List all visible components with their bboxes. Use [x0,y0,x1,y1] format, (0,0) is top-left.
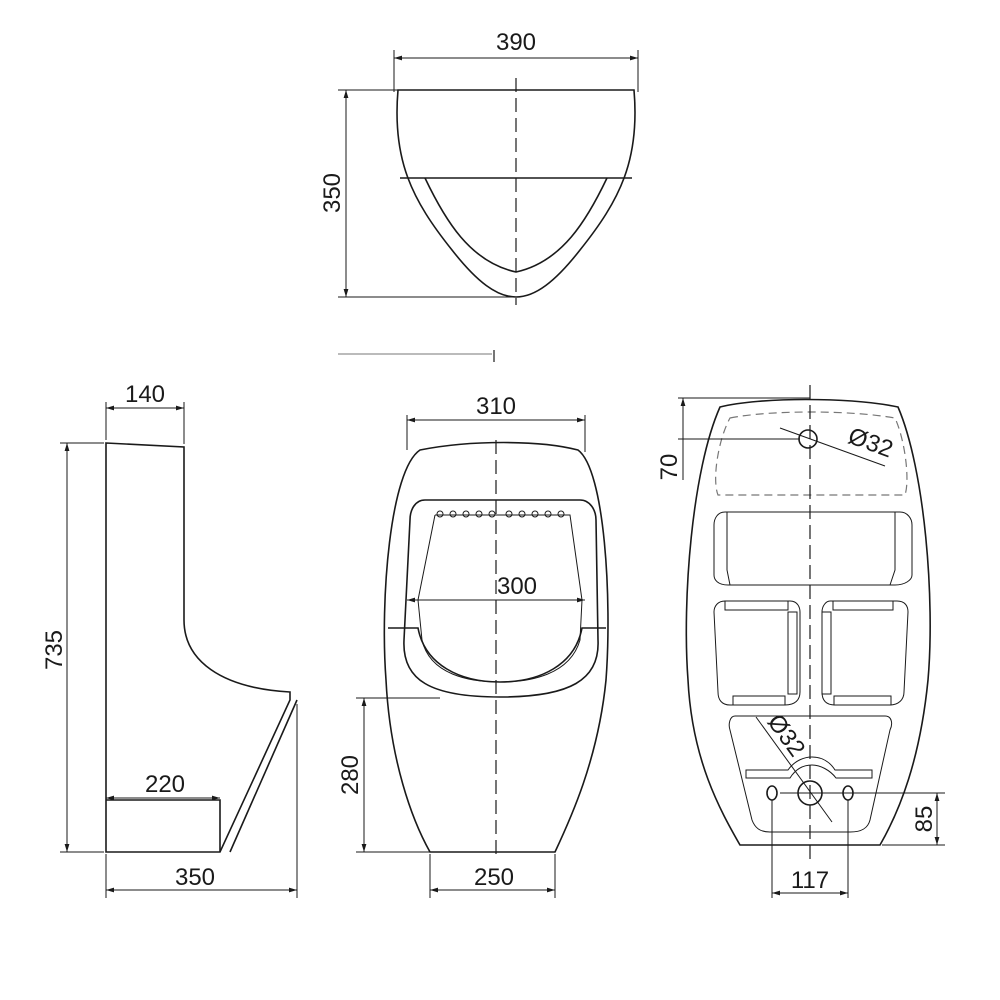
dim-side-height: 735 [41,630,68,670]
dim-side-inner: 220 [145,771,185,798]
dim-fixing-spacing: 117 [791,867,829,894]
dim-lip-height: 280 [337,755,364,795]
inlet-hole [798,429,818,449]
spray-holes [436,510,565,518]
fixing-hole-left [766,785,778,801]
dim-bowl-width: 300 [497,573,537,600]
front-view: 310 300 280 250 [337,393,609,898]
dim-side-top: 140 [125,381,165,408]
dim-top-width: 390 [496,29,536,56]
top-view: 390 350 [319,29,639,362]
dim-inlet-offset: 70 [656,454,683,481]
dim-inlet-diameter: Ø32 [845,423,897,464]
side-view: 140 735 220 350 [41,381,298,898]
dim-top-depth: 350 [319,173,346,213]
rear-view: 70 Ø32 Ø32 85 117 [656,385,945,898]
dim-front-bottom: 250 [474,864,514,891]
dim-side-bottom: 350 [175,864,215,891]
dim-outlet-height: 85 [911,806,938,833]
dim-front-top: 310 [476,393,516,420]
